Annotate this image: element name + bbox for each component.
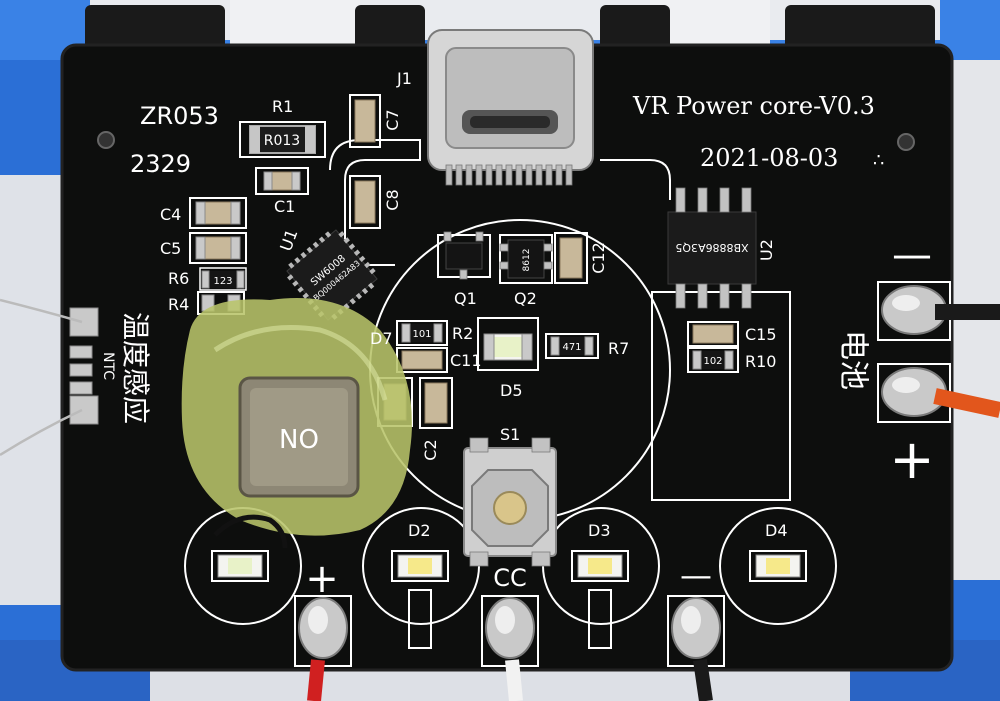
mounting-hole-left [97, 131, 115, 149]
label-battery: 电池 [836, 330, 871, 390]
r7-marking: 471 [562, 342, 581, 353]
label-r6: R6 [168, 269, 189, 288]
label-plus-right: + [889, 428, 934, 491]
board-title: VR Power core-V0.3 [632, 92, 875, 120]
label-r2: R2 [452, 324, 473, 343]
led-d3 [571, 550, 629, 582]
capacitor-c5 [189, 232, 247, 264]
ntc-pads [0, 298, 99, 457]
label-q1: Q1 [454, 289, 477, 308]
label-d7: D7 [370, 329, 393, 348]
bottom-pad-plus [294, 595, 352, 701]
tactile-switch-s1[interactable] [463, 437, 557, 567]
transistor-q2: 8612 [499, 234, 553, 284]
led-d2 [391, 550, 449, 582]
r2-marking: 101 [412, 329, 431, 340]
resistor-r6 [201, 270, 245, 289]
label-j1: J1 [396, 69, 412, 88]
label-d3: D3 [588, 521, 611, 540]
label-minus-right: — [892, 232, 932, 278]
resistor-r1 [239, 121, 326, 158]
capacitor-c11 [396, 347, 448, 373]
mounting-hole-right [897, 133, 915, 151]
board-dots: ∴ [873, 150, 884, 171]
bottom-pad-minus [667, 595, 725, 701]
capacitor-c7 [349, 94, 381, 148]
resistor-r2 [396, 320, 448, 346]
label-d2: D2 [408, 521, 431, 540]
inductor-marking: NO [279, 425, 319, 455]
label-r1: R1 [272, 97, 293, 116]
label-c11: C11 [450, 351, 482, 370]
board-date-code: 2329 [130, 150, 191, 178]
label-r7: R7 [608, 339, 629, 358]
label-d4: D4 [765, 521, 788, 540]
inductor-with-glue: NO [181, 298, 412, 536]
capacitor-c4 [189, 197, 247, 229]
resistor-r7 [545, 333, 599, 359]
ic-u1: SW6008 BQ000462A83 [286, 229, 378, 321]
label-plus-bottom: + [305, 556, 339, 602]
board-date: 2021-08-03 [700, 144, 838, 172]
led-d4 [749, 550, 807, 582]
label-c8: C8 [383, 189, 402, 210]
label-minus-bottom: — [680, 556, 712, 594]
label-c2: C2 [421, 439, 440, 460]
board-model: ZR053 [140, 102, 219, 130]
capacitor-c12 [554, 232, 588, 284]
label-c7: C7 [383, 109, 402, 130]
r6-marking: 123 [213, 276, 232, 287]
battery-pad-negative [877, 281, 1000, 341]
glue-edge [213, 514, 288, 549]
label-ntc: NTC [100, 352, 116, 380]
battery-pad-positive [877, 363, 1000, 423]
ic-u2: XB8886A3Q5 [667, 187, 757, 309]
label-u2: U2 [757, 239, 776, 261]
capacitor-c8 [349, 175, 381, 229]
led-d5 [483, 333, 533, 361]
label-q2: Q2 [514, 289, 537, 308]
r1-marking: R013 [264, 133, 300, 149]
resistor-r10 [687, 347, 739, 373]
usb-c-connector [427, 29, 594, 186]
label-c12: C12 [589, 242, 608, 274]
label-c15: C15 [745, 325, 777, 344]
label-r10: R10 [745, 352, 776, 371]
label-r4: R4 [168, 295, 189, 314]
q2-marking: 8612 [522, 249, 532, 272]
capacitor-c15 [687, 321, 739, 347]
r10-marking: 102 [703, 356, 722, 367]
bottom-pad-cc [481, 595, 539, 701]
capacitor-c1 [255, 167, 309, 195]
transistor-q1 [437, 231, 491, 280]
capacitor-c2 [419, 377, 453, 429]
silkscreen-text: ZR053 2329 VR Power core-V0.3 2021-08-03… [100, 69, 935, 602]
u2-marking: XB8886A3Q5 [675, 241, 748, 254]
label-cc-bottom: CC [493, 564, 527, 592]
led-d1 [211, 550, 269, 582]
label-d5: D5 [500, 381, 523, 400]
label-c4: C4 [160, 205, 181, 224]
label-c5: C5 [160, 239, 181, 258]
label-s1: S1 [500, 425, 520, 444]
label-temp-sense: 温度感应 [119, 312, 152, 424]
label-c1: C1 [274, 197, 295, 216]
